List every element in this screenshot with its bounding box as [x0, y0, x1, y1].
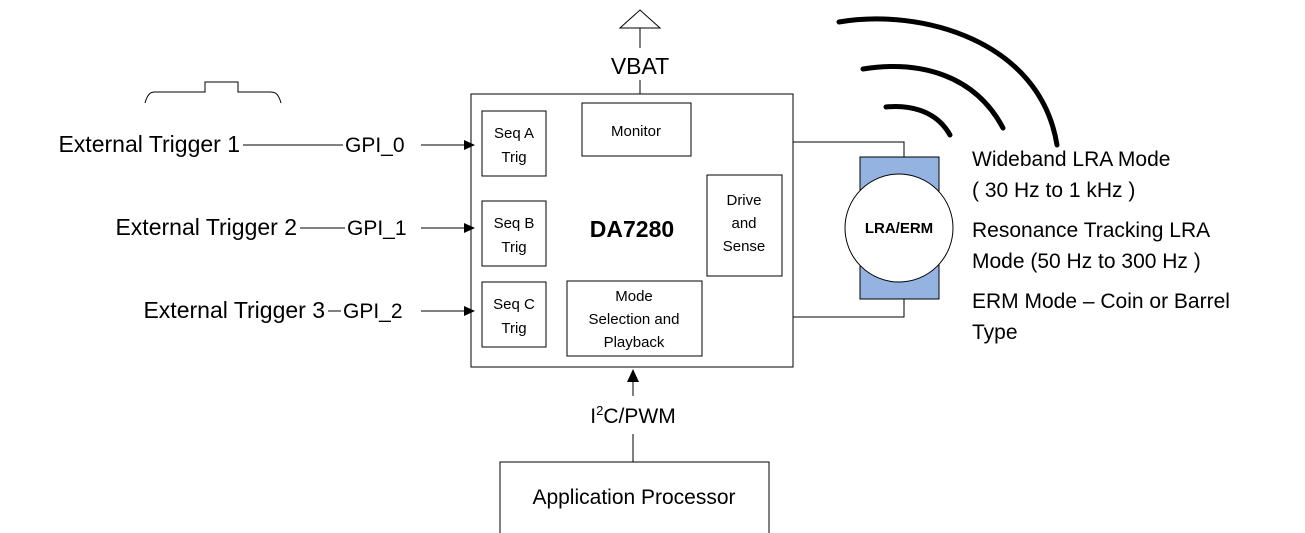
mode-line-1: Wideband LRA Mode [972, 148, 1170, 171]
trigger-pulse-waveform [144, 81, 282, 104]
monitor-block [581, 102, 692, 157]
drive-label: Drive [726, 192, 761, 209]
mode-selection-block [566, 280, 703, 357]
gpi-1-arrow [464, 223, 475, 233]
i2c-pwm-label: I2C/PWM [590, 403, 675, 428]
actuator-disc [844, 173, 954, 283]
gpi-2-arrow [464, 306, 475, 316]
vbat-label: VBAT [611, 53, 669, 79]
actuator-label: LRA/ERM [865, 220, 933, 237]
mode-line-5: ERM Mode – Coin or Barrel [972, 290, 1230, 313]
mode-line-4: Mode (50 Hz to 300 Hz ) [972, 250, 1201, 273]
external-trigger-3-label: External Trigger 3 [143, 297, 325, 323]
i2c-prefix: I [590, 405, 596, 428]
application-processor-block [499, 461, 770, 533]
seq-c-label: Seq C [493, 296, 535, 313]
mode-line-6: Type [972, 321, 1018, 344]
seq-a-label: Seq A [494, 125, 534, 142]
chip-title: DA7280 [590, 216, 674, 242]
i2c-superscript: 2 [596, 403, 603, 418]
mode-label: Mode [615, 288, 653, 305]
playback-label: Playback [604, 334, 665, 351]
mode-line-2: ( 30 Hz to 1 kHz ) [972, 179, 1135, 202]
seq-b-label: Seq B [494, 215, 535, 232]
i2c-suffix: C/PWM [603, 405, 675, 428]
gpi-0-label: GPI_0 [345, 134, 405, 157]
vbat-supply-triangle [618, 9, 662, 29]
sense-label: Sense [723, 238, 766, 255]
actuator-wire-bottom [793, 299, 905, 318]
drive-sense-block [706, 174, 783, 277]
gpi-2-label: GPI_2 [343, 300, 403, 323]
external-trigger-2-label: External Trigger 2 [115, 214, 297, 240]
monitor-label: Monitor [611, 123, 661, 140]
seq-a-trig-label: Trig [501, 149, 526, 166]
actuator-wire-top [793, 141, 905, 157]
i2c-arrow [627, 369, 639, 382]
seq-c-trig-label: Trig [501, 320, 526, 337]
seq-b-trig-block [481, 200, 547, 267]
external-trigger-1-label: External Trigger 1 [58, 131, 240, 157]
seq-b-trig-label: Trig [501, 239, 526, 256]
mode-line-3: Resonance Tracking LRA [972, 219, 1210, 242]
vibration-arc-inner [883, 104, 953, 138]
seq-c-trig-block [481, 281, 547, 348]
and-label: and [731, 215, 756, 232]
application-processor-label: Application Processor [532, 486, 735, 509]
gpi-0-arrow [464, 140, 475, 150]
seq-a-trig-block [481, 110, 547, 177]
gpi-1-label: GPI_1 [347, 217, 407, 240]
selection-and-label: Selection and [589, 311, 680, 328]
vibration-arc-outer [836, 16, 1060, 148]
vibration-arc-middle [860, 64, 1006, 131]
